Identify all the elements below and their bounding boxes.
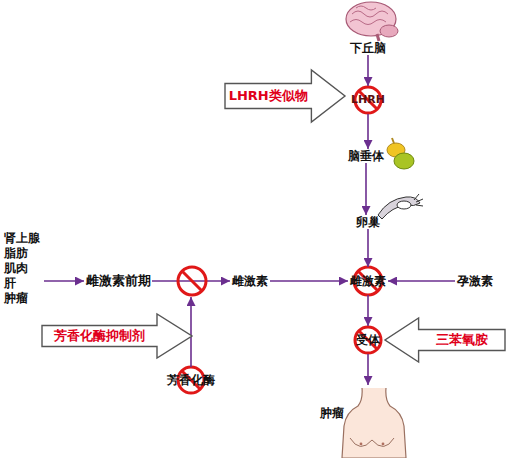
text-label: 孕激素 [455, 274, 495, 288]
flow-arrow [388, 280, 455, 282]
block-arrow-outline [385, 318, 505, 362]
block-arrow: LHRH类似物 [225, 70, 345, 122]
flow-arrow [367, 229, 369, 267]
node-text: 孕激素 [457, 274, 493, 288]
prohibition-sign [178, 267, 206, 295]
node-text: 雌激素前期 [86, 274, 151, 288]
node-text: 三苯氧胺 [436, 333, 488, 347]
prohibition-ring [355, 327, 381, 353]
node-text: 芳香化酶 [167, 373, 215, 387]
node-text: 肾上腺 脂肪 肌肉 肝 肿瘤 [4, 231, 44, 306]
ovary-illustration [378, 194, 423, 219]
flow-arrow [44, 280, 84, 282]
cerebellum-shape [380, 25, 398, 37]
text-label: 卵巢 [354, 215, 382, 229]
node-text: 芳香化酶抑制剂 [54, 329, 145, 343]
blocked-node: 受体 [354, 326, 382, 354]
block-arrow: 芳香化酶抑制剂 [42, 314, 192, 358]
blocked-node: 芳香化酶 [164, 372, 218, 388]
ovary-shape [397, 201, 411, 209]
node-text: 脑垂体 [348, 149, 384, 163]
text-label: 脑垂体 [346, 149, 386, 163]
block-arrow: 三苯氧胺 [385, 318, 505, 362]
node-text: 雌激素 [350, 274, 386, 288]
brain-gyri [350, 6, 388, 25]
text-label: 雌激素 [230, 274, 270, 288]
node-text: LHRH类似物 [229, 89, 308, 103]
block-arrow-outline [42, 314, 192, 358]
node-text: 下丘脑 [350, 41, 386, 55]
prohibition-bar [182, 271, 202, 291]
node-text: 受体 [356, 333, 380, 347]
nipple-dot [360, 443, 363, 446]
target-figure: 肿瘤 [318, 385, 408, 458]
brain-illustration [346, 2, 398, 41]
block-arrow-outline [225, 70, 345, 122]
flow-arrow [152, 280, 230, 282]
torso-illustration [342, 388, 406, 458]
blocked-node: LHRH [352, 86, 384, 114]
flow-arrow [367, 114, 369, 149]
flow-arrow [270, 280, 348, 282]
flow-arrow [367, 295, 369, 326]
torso-outline [342, 388, 406, 458]
node-text: 卵巢 [356, 215, 380, 229]
text-label: 下丘脑 [348, 41, 388, 55]
aromatase-line [190, 297, 192, 367]
text-label: 雌激素前期 [84, 274, 152, 288]
flow-arrow [365, 163, 367, 215]
pituitary-lobe [394, 153, 414, 169]
pituitary-illustration [387, 138, 414, 169]
nipple-dot [382, 443, 385, 446]
uterus-shape [378, 197, 420, 219]
node-text: 肿瘤 [320, 406, 344, 420]
source-list: 肾上腺 脂肪 肌肉 肝 肿瘤 [4, 230, 44, 306]
prohibition-sign [355, 327, 381, 353]
brain-stem [377, 34, 379, 41]
blocked-node: 雌激素 [348, 267, 388, 295]
breast-lines [350, 438, 394, 447]
fimbriae-lines [414, 194, 423, 206]
node-text: 雌激素 [232, 274, 268, 288]
flow-arrow [367, 55, 369, 86]
prohibition-ring [178, 267, 206, 295]
node-text: LHRH [351, 93, 385, 107]
flow-arrow [367, 354, 369, 385]
